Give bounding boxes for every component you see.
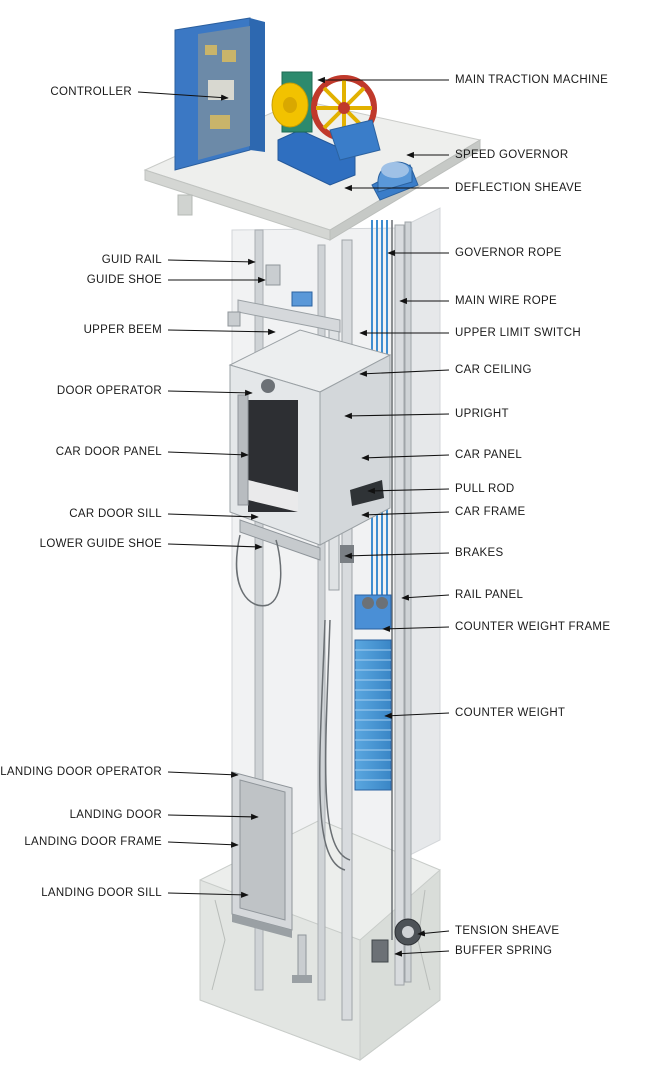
label-landing-door-operator: LANDING DOOR OPERATOR [0,766,162,778]
label-upper-limit-switch: UPPER LIMIT SWITCH [455,327,581,339]
label-main-wire-rope: MAIN WIRE ROPE [455,295,557,307]
label-landing-door-frame: LANDING DOOR FRAME [24,836,162,848]
label-controller: CONTROLLER [50,86,132,98]
leader-rail-panel [401,594,450,601]
leader-landing-door-operator [167,771,239,778]
leader-upper-beem [167,328,276,335]
label-rail-panel: RAIL PANEL [455,589,524,601]
leader-car-door-panel [167,451,249,458]
label-lower-guide-shoe: LOWER GUIDE SHOE [39,538,162,550]
label-speed-governor: SPEED GOVERNOR [455,149,569,161]
leader-door-operator [167,389,253,396]
leader-car-ceiling [359,369,450,377]
label-brakes: BRAKES [455,547,504,559]
leader-counter-weight-frame [382,625,450,632]
label-car-frame: CAR FRAME [455,506,526,518]
label-upper-beem: UPPER BEEM [83,324,162,336]
leader-landing-door-sill [167,891,249,898]
label-car-door-panel: CAR DOOR PANEL [55,446,162,458]
leader-car-door-sill [167,513,259,520]
label-landing-door-sill: LANDING DOOR SILL [41,887,162,899]
landing-door-assembly [231,771,293,938]
leader-car-panel [361,454,450,461]
leader-brakes [344,552,450,559]
label-guide-shoe: GUIDE SHOE [86,274,162,286]
controller-cabinet [174,17,265,171]
leader-car-frame [361,511,450,518]
label-tension-sheave: TENSION SHEAVE [455,925,560,937]
label-upright: UPRIGHT [455,408,509,420]
counterweight-assembly [354,594,392,791]
leader-pull-rod [367,487,450,494]
label-governor-rope: GOVERNOR ROPE [455,247,562,259]
leader-buffer-spring [394,950,450,957]
traction-machine [271,71,381,186]
label-car-ceiling: CAR CEILING [455,364,532,376]
label-counter-weight-frame: COUNTER WEIGHT FRAME [455,621,611,633]
leader-lower-guide-shoe [167,543,263,550]
leader-counter-weight [384,712,450,719]
label-pull-rod: PULL ROD [455,483,515,495]
label-guid-rail: GUID RAIL [101,254,162,266]
label-deflection-sheave: DEFLECTION SHEAVE [455,182,582,194]
label-car-panel: CAR PANEL [455,449,523,461]
leader-landing-door [167,813,259,820]
label-buffer-spring: BUFFER SPRING [455,945,553,957]
label-counter-weight: COUNTER WEIGHT [455,707,566,719]
label-landing-door: LANDING DOOR [69,809,162,821]
leader-landing-door-frame [167,841,239,848]
leader-guid-rail [167,258,256,265]
label-car-door-sill: CAR DOOR SILL [69,508,162,520]
leader-tension-sheave [417,930,450,937]
label-door-operator: DOOR OPERATOR [56,385,162,397]
leader-upright [344,412,450,419]
leader-lines [137,76,450,957]
speed-governor-unit [371,161,419,201]
leader-controller [137,91,229,101]
label-main-traction-machine: MAIN TRACTION MACHINE [455,74,609,86]
pit-equipment [292,918,422,983]
car [228,329,392,607]
